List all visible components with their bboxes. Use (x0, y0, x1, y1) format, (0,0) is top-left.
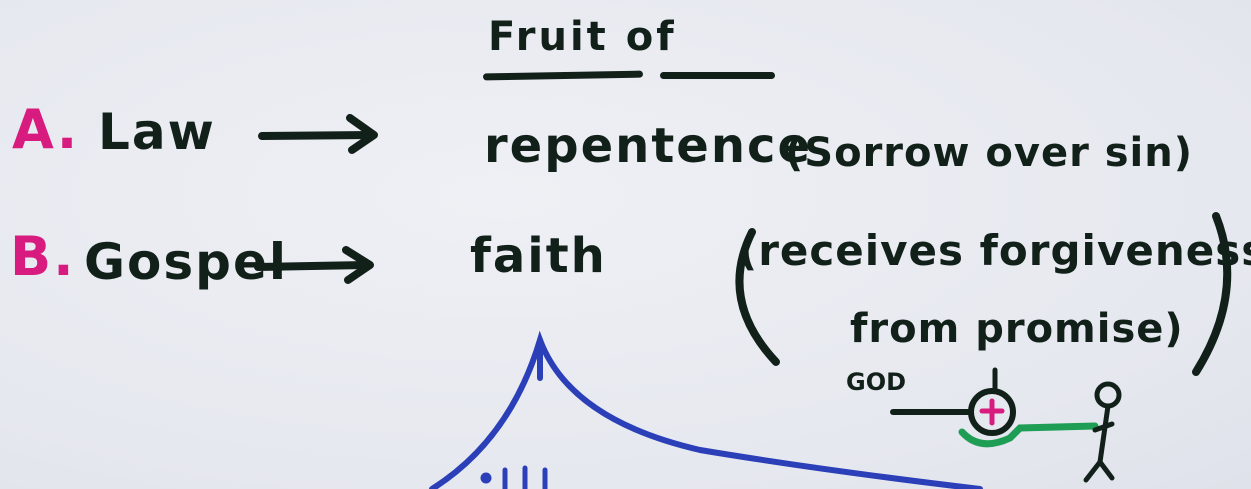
row-b-topic: Gospel (84, 233, 288, 291)
row-b-letter: B (10, 225, 54, 288)
cross-icon (979, 398, 1005, 426)
row-b-fruit: faith (470, 228, 607, 284)
green-connector-icon (958, 422, 1099, 448)
left-paren-icon (735, 228, 780, 366)
arrow-a-icon (258, 114, 378, 154)
row-b-note-line1: (receives forgiveness (738, 226, 1251, 275)
cross-circle-icon (968, 388, 1016, 436)
title-underline (660, 72, 775, 79)
right-paren-icon (1192, 212, 1232, 376)
brace-curve-icon (429, 330, 983, 489)
person-icon (1083, 381, 1122, 483)
row-a-note: (Sorrow over sin) (785, 130, 1193, 176)
row-a-dot: . (56, 98, 80, 161)
row-a-fruit: repentence (484, 118, 812, 174)
arrow-b-icon (254, 246, 374, 284)
row-b-label: B. (10, 225, 76, 288)
title-text: Fruit of (488, 14, 677, 60)
row-b-dot: . (53, 225, 76, 288)
bottom-marks-icon (480, 465, 548, 489)
row-a-topic: Law (98, 103, 216, 161)
row-a-label: A. (12, 98, 79, 161)
row-b-note-line2: from promise) (850, 306, 1184, 352)
row-a-letter: A (12, 98, 57, 161)
